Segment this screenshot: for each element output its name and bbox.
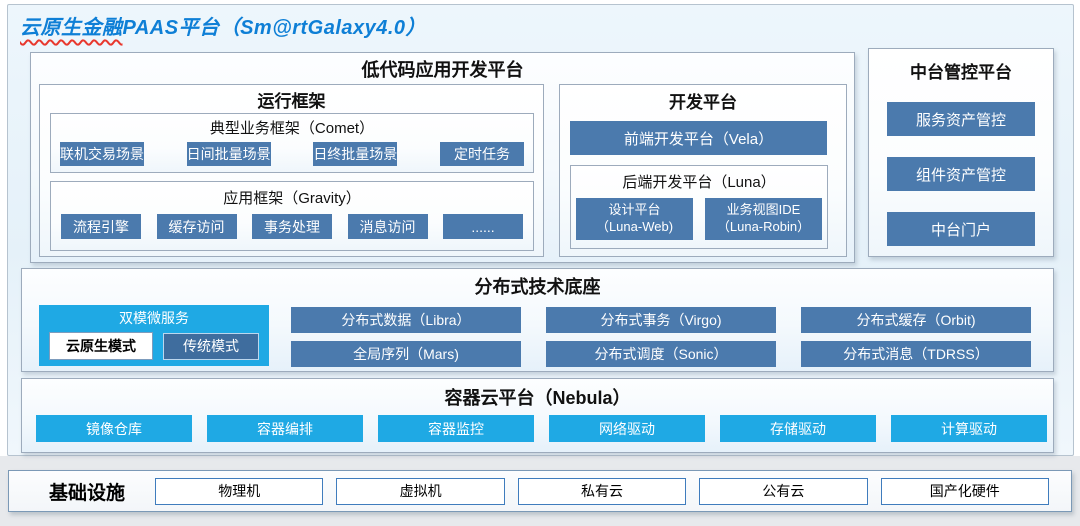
low-code-platform-title: 低代码应用开发平台: [361, 60, 524, 80]
gravity-item-more: ......: [443, 214, 523, 239]
infrastructure-bar: 基础设施 物理机 虚拟机 私有云 公有云 国产化硬件: [8, 470, 1072, 512]
traditional-mode: 传统模式: [163, 332, 259, 360]
mid-platform-portal: 中台门户: [887, 212, 1035, 246]
comet-items-row: 联机交易场景 日间批量场景 日终批量场景 定时任务: [51, 138, 533, 166]
infrastructure-row: 物理机 虚拟机 私有云 公有云 国产化硬件: [155, 477, 1049, 505]
private-cloud: 私有云: [517, 477, 687, 505]
distributed-data-libra: 分布式数据（Libra）: [291, 307, 521, 333]
dev-platform-title: 开发平台: [669, 93, 737, 112]
distributed-base-box: 分布式技术底座 双模微服务 云原生模式 传统模式 分布式数据（Libra） 分布…: [21, 268, 1054, 372]
luna-web-design-platform: 设计平台 （Luna-Web): [576, 198, 693, 240]
gravity-item-process-engine: 流程引擎: [61, 214, 141, 239]
distributed-transaction-virgo: 分布式事务（Virgo): [546, 307, 776, 333]
network-driver: 网络驱动: [549, 415, 705, 442]
luna-robin-business-view-ide: 业务视图IDE （Luna-Robin）: [705, 198, 822, 240]
physical-machine: 物理机: [155, 477, 324, 505]
luna-items-row: 设计平台 （Luna-Web) 业务视图IDE （Luna-Robin）: [571, 198, 827, 240]
comet-framework-box: 典型业务框架（Comet） 联机交易场景 日间批量场景 日终批量场景 定时任务: [50, 113, 534, 173]
gravity-item-cache-access: 缓存访问: [156, 214, 237, 239]
dual-mode-title: 双模微服务: [119, 310, 189, 326]
mid-platform-box: 中台管控平台 服务资产管控 组件资产管控 中台门户: [868, 48, 1054, 257]
container-cloud-row: 镜像仓库 容器编排 容器监控 网络驱动 存储驱动 计算驱动: [36, 415, 1047, 442]
distributed-base-title: 分布式技术底座: [474, 277, 601, 297]
compute-driver: 计算驱动: [891, 415, 1047, 442]
gravity-framework-title: 应用框架（Gravity）: [223, 190, 361, 207]
comet-item-online-trade: 联机交易场景: [60, 142, 144, 166]
domestic-hardware: 国产化硬件: [880, 477, 1049, 505]
distributed-scheduler-sonic: 分布式调度（Sonic）: [546, 341, 776, 367]
image-registry: 镜像仓库: [36, 415, 192, 442]
service-asset-governance: 服务资产管控: [887, 102, 1035, 136]
gravity-framework-box: 应用框架（Gravity） 流程引擎 缓存访问 事务处理 消息访问 ......: [50, 181, 534, 251]
dual-mode-row: 云原生模式 传统模式: [39, 332, 269, 360]
global-sequence-mars: 全局序列（Mars): [291, 341, 521, 367]
luna-robin-line2: （Luna-Robin）: [716, 219, 811, 234]
distributed-items-grid: 分布式数据（Libra） 分布式事务（Virgo) 分布式缓存（Orbit) 全…: [291, 307, 1031, 367]
comet-item-eod-batch: 日终批量场景: [313, 142, 398, 166]
container-monitoring: 容器监控: [378, 415, 534, 442]
infrastructure-title: 基础设施: [49, 482, 126, 504]
container-orchestration: 容器编排: [207, 415, 363, 442]
gravity-item-transaction: 事务处理: [252, 214, 332, 239]
container-cloud-box: 容器云平台（Nebula） 镜像仓库 容器编排 容器监控 网络驱动 存储驱动 计…: [21, 378, 1054, 453]
virtual-machine: 虚拟机: [336, 477, 505, 505]
dev-platform-box: 开发平台 前端开发平台（Vela） 后端开发平台（Luna） 设计平台 （Lun…: [559, 84, 847, 257]
gravity-items-row: 流程引擎 缓存访问 事务处理 消息访问 ......: [51, 208, 533, 239]
public-cloud: 公有云: [699, 477, 868, 505]
luna-web-line1: 设计平台: [608, 202, 661, 218]
distributed-cache-orbit: 分布式缓存（Orbit): [801, 307, 1031, 333]
distributed-message-tdrss: 分布式消息（TDRSS）: [801, 341, 1031, 367]
storage-driver: 存储驱动: [720, 415, 876, 442]
dual-mode-microservice-box: 双模微服务 云原生模式 传统模式: [39, 305, 269, 366]
comet-item-daytime-batch: 日间批量场景: [186, 142, 271, 166]
luna-web-line2: （Luna-Web): [595, 219, 674, 234]
page-title-part2: PAAS平台（Sm@rtGalaxy4.0）: [122, 17, 427, 39]
luna-backend-box: 后端开发平台（Luna） 设计平台 （Luna-Web) 业务视图IDE （Lu…: [570, 165, 828, 249]
runtime-framework-box: 运行框架 典型业务框架（Comet） 联机交易场景 日间批量场景 日终批量场景 …: [39, 84, 544, 257]
page-title-part1: 云原生金融: [20, 17, 123, 39]
luna-backend-title: 后端开发平台（Luna）: [622, 174, 776, 191]
gravity-item-message-access: 消息访问: [347, 214, 428, 239]
vela-frontend-platform: 前端开发平台（Vela）: [570, 121, 827, 155]
component-asset-governance: 组件资产管控: [887, 157, 1035, 191]
runtime-framework-title: 运行框架: [257, 92, 326, 111]
page-title: 云原生金融PAAS平台（Sm@rtGalaxy4.0）: [20, 11, 426, 40]
low-code-platform-box: 低代码应用开发平台 运行框架 典型业务框架（Comet） 联机交易场景 日间批量…: [30, 52, 855, 263]
luna-robin-line1: 业务视图IDE: [726, 202, 801, 218]
comet-item-scheduled-task: 定时任务: [439, 142, 524, 166]
mid-platform-title: 中台管控平台: [910, 63, 1012, 82]
comet-framework-title: 典型业务框架（Comet）: [209, 120, 375, 137]
cloud-native-mode: 云原生模式: [49, 332, 153, 360]
container-cloud-title: 容器云平台（Nebula）: [444, 388, 631, 408]
